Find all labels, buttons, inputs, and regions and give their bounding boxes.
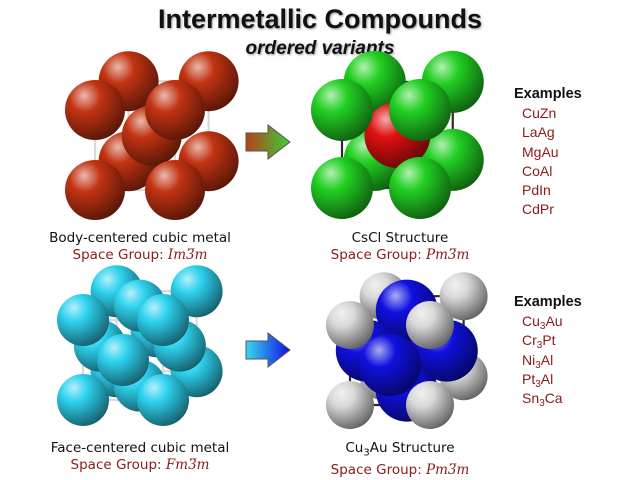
fcc-face-atom xyxy=(97,334,149,386)
example-item: Cr3Pt xyxy=(514,331,582,352)
example-item: MgAu xyxy=(522,143,559,160)
example-item: CdPr xyxy=(522,201,554,218)
subscript: 3 xyxy=(536,340,543,352)
example-item: Ni3Al xyxy=(514,351,582,371)
fcc-corner-atom xyxy=(137,294,189,346)
name-prefix: Cu xyxy=(345,440,364,456)
page-title: Intermetallic Compounds xyxy=(157,4,483,34)
cu3au-corner-atom xyxy=(406,381,454,429)
examples-cu3au: Examples Cu3Au Cr3Pt Ni3Al Pt3Al Sn3Ca xyxy=(514,293,582,410)
cscl-corner-atom xyxy=(311,157,373,219)
element-b: Al xyxy=(540,351,554,368)
caption-bcc: Body-centered cubic metal Space Group: I… xyxy=(0,230,280,264)
bcc-atom xyxy=(65,160,125,220)
fcc-corner-atom xyxy=(137,374,189,426)
example-item: CoAl xyxy=(522,162,553,179)
subscript: 3 xyxy=(535,359,541,371)
structure-name: Body-centered cubic metal xyxy=(49,230,231,246)
element-b: Pt xyxy=(542,332,556,349)
fcc-corner-atom xyxy=(57,374,109,426)
cu3au-corner-atom xyxy=(439,272,488,321)
cscl-corner-atom xyxy=(389,79,451,141)
space-group-symbol: Pm3̅m xyxy=(426,461,470,478)
space-group-symbol: Im3̅m xyxy=(167,247,208,263)
cu3au-corner-atom xyxy=(326,381,374,429)
element-b: Ca xyxy=(544,390,563,407)
cscl-corner-atom xyxy=(311,79,373,141)
space-group-label: Space Group: xyxy=(330,247,427,263)
example-item: Pt3Al xyxy=(514,370,582,390)
space-group-symbol: Pm3̅m xyxy=(426,247,470,263)
element-a: Cr xyxy=(522,332,537,349)
space-group-label: Space Group: xyxy=(330,461,427,478)
example-item: Sn3Ca xyxy=(514,389,582,410)
structure-name: CsCl Structure xyxy=(351,230,449,246)
space-group: Space Group: Pm3̅m xyxy=(260,247,540,264)
space-group: Space Group: Pm3̅m xyxy=(260,462,540,479)
cscl-structure xyxy=(311,50,484,219)
transformation-arrows xyxy=(245,123,291,369)
caption-cscl: CsCl Structure Space Group: Pm3̅m xyxy=(260,230,540,264)
subscript: 3 xyxy=(539,398,545,410)
caption-cu3au: Cu3Au Structure Space Group: Pm3̅m xyxy=(260,440,540,479)
examples-cscl: Examples CuZn LaAg MgAu CoAl PdIn CdPr xyxy=(514,85,582,219)
space-group-label: Space Group: xyxy=(72,247,168,263)
examples-heading: Examples xyxy=(514,294,582,310)
bcc-structure xyxy=(65,51,239,220)
space-group-label: Space Group: xyxy=(70,457,166,473)
name-suffix: Au Structure xyxy=(369,440,455,456)
bcc-atom xyxy=(145,160,205,220)
element-a: Cu xyxy=(522,313,540,330)
page-subtitle: ordered variants xyxy=(245,38,395,59)
element-b: Au xyxy=(545,313,563,330)
fcc-structure xyxy=(57,265,223,426)
bcc-atom xyxy=(145,80,205,140)
bcc-atom xyxy=(65,80,125,140)
cscl-corner-atom xyxy=(389,157,451,219)
subscript: 3 xyxy=(539,321,546,333)
element-a: Ni xyxy=(522,351,536,368)
examples-heading: Examples xyxy=(514,86,582,102)
right-arrow-icon xyxy=(245,123,291,161)
fcc-corner-atom xyxy=(57,294,109,346)
cu3au-face-atom xyxy=(359,334,421,396)
name-subscript: 3 xyxy=(363,447,370,459)
structure-name: Face-centered cubic metal xyxy=(50,440,230,456)
element-a: Pt xyxy=(522,370,536,387)
space-group: Space Group: Im3̅m xyxy=(0,247,280,264)
caption-fcc: Face-centered cubic metal Space Group: F… xyxy=(0,440,280,474)
example-item: Cu3Au xyxy=(514,312,582,333)
right-arrow-icon xyxy=(245,331,291,369)
example-item: LaAg xyxy=(522,124,555,141)
element-b: Al xyxy=(540,370,554,387)
cu3au-corner-atom xyxy=(326,301,374,349)
example-item: PdIn xyxy=(522,182,551,199)
space-group: Space Group: Fm3̅m xyxy=(0,457,280,474)
structure-name: Cu3Au Structure xyxy=(260,440,540,462)
element-a: Sn xyxy=(522,390,540,407)
cu3au-structure xyxy=(326,272,488,429)
cu3au-corner-atom xyxy=(406,301,454,349)
example-item: CuZn xyxy=(522,105,557,122)
space-group-symbol: Fm3̅m xyxy=(165,457,210,473)
subscript: 3 xyxy=(535,378,541,390)
